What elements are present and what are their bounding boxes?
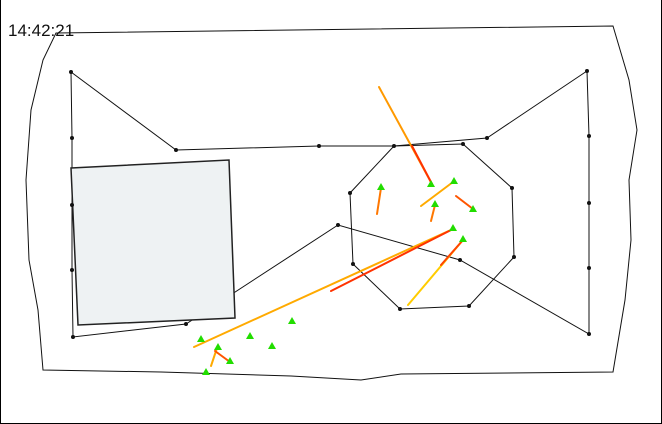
vertex-dot-icon [512, 255, 516, 259]
green-triangle-icon [246, 332, 254, 339]
vertex-dot-icon [317, 144, 321, 148]
green-triangle-icon [450, 177, 458, 184]
green-triangle-icon [202, 368, 210, 375]
vertex-dot-icon [70, 268, 74, 272]
agent-trail [411, 145, 433, 185]
green-triangle-icon [214, 343, 222, 350]
green-triangle-icon [431, 200, 439, 207]
agent-trails [193, 86, 474, 367]
vertex-dot-icon [348, 191, 352, 195]
agent-trail [214, 350, 231, 363]
green-triangle-icon [469, 205, 477, 212]
network-vertices [69, 69, 591, 339]
vertex-dot-icon [587, 266, 591, 270]
vertex-dot-icon [184, 322, 188, 326]
green-triangle-icon [268, 342, 276, 349]
agent-trail [430, 204, 436, 222]
green-triangle-icon [427, 180, 435, 187]
vertex-dot-icon [458, 258, 462, 262]
octagon-region [349, 143, 515, 310]
agent-trail [193, 228, 454, 348]
vertex-dot-icon [587, 134, 591, 138]
vertex-dot-icon [70, 136, 74, 140]
agent-trail [330, 228, 454, 292]
green-triangle-icon [288, 317, 296, 324]
simulation-clock: 14:42:21 [8, 21, 75, 40]
vertex-dot-icon [70, 203, 74, 207]
agent-trail [455, 195, 474, 210]
agent-trail [440, 239, 464, 266]
vertex-dot-icon [392, 144, 396, 148]
agent-trail [420, 181, 454, 207]
vertex-dot-icon [174, 148, 178, 152]
green-triangle-icon [197, 335, 205, 342]
vertex-dot-icon [587, 201, 591, 205]
vertex-dot-icon [71, 335, 75, 339]
vertex-dot-icon [467, 304, 471, 308]
vertex-dot-icon [398, 307, 402, 311]
vertex-dot-icon [587, 332, 591, 336]
green-triangle-icon [449, 224, 457, 231]
agents [197, 177, 477, 375]
vertex-dot-icon [351, 262, 355, 266]
green-triangle-icon [226, 357, 234, 364]
outer-boundary [25, 25, 638, 381]
vertex-dot-icon [485, 136, 489, 140]
green-triangle-icon [459, 235, 467, 242]
vertex-dot-icon [336, 223, 340, 227]
vertex-dot-icon [69, 70, 73, 74]
obstacle-rectangle [70, 159, 236, 326]
green-triangle-icon [377, 183, 385, 190]
vertex-dot-icon [461, 142, 465, 146]
network-path-top [70, 70, 590, 338]
agent-trail [376, 187, 382, 215]
vertex-dot-icon [585, 69, 589, 73]
vertex-dot-icon [510, 186, 514, 190]
